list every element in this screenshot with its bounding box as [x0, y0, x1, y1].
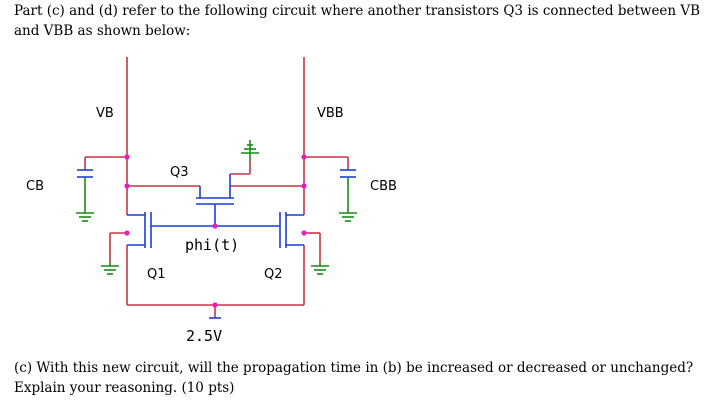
nodes — [124, 154, 307, 308]
ground-icon — [311, 262, 329, 275]
label-voltage: 2.5V — [186, 327, 222, 345]
grounds — [76, 140, 357, 275]
label-q1: Q1 — [147, 267, 166, 282]
intro-text: Part (c) and (d) refer to the following … — [14, 3, 701, 39]
q3-transistor — [196, 174, 234, 226]
ground-icon — [76, 177, 94, 222]
q2-transistor — [230, 212, 304, 248]
wires — [84, 57, 349, 318]
transistors — [77, 169, 356, 319]
label-cbb: CBB — [370, 179, 397, 194]
cb-capacitor — [77, 169, 93, 178]
label-q3: Q3 — [170, 165, 189, 180]
label-q2: Q2 — [264, 267, 283, 282]
ground-icon — [101, 262, 119, 275]
cbb-capacitor — [340, 169, 356, 178]
label-vb: VB — [96, 106, 114, 121]
q1-transistor — [127, 212, 200, 248]
label-phi: phi(t) — [185, 236, 239, 254]
question-text: (c) With this new circuit, will the prop… — [14, 360, 694, 396]
label-cb: CB — [26, 179, 44, 194]
ground-icon — [241, 140, 259, 161]
label-vbb: VBB — [317, 106, 344, 121]
ground-icon — [339, 177, 357, 222]
